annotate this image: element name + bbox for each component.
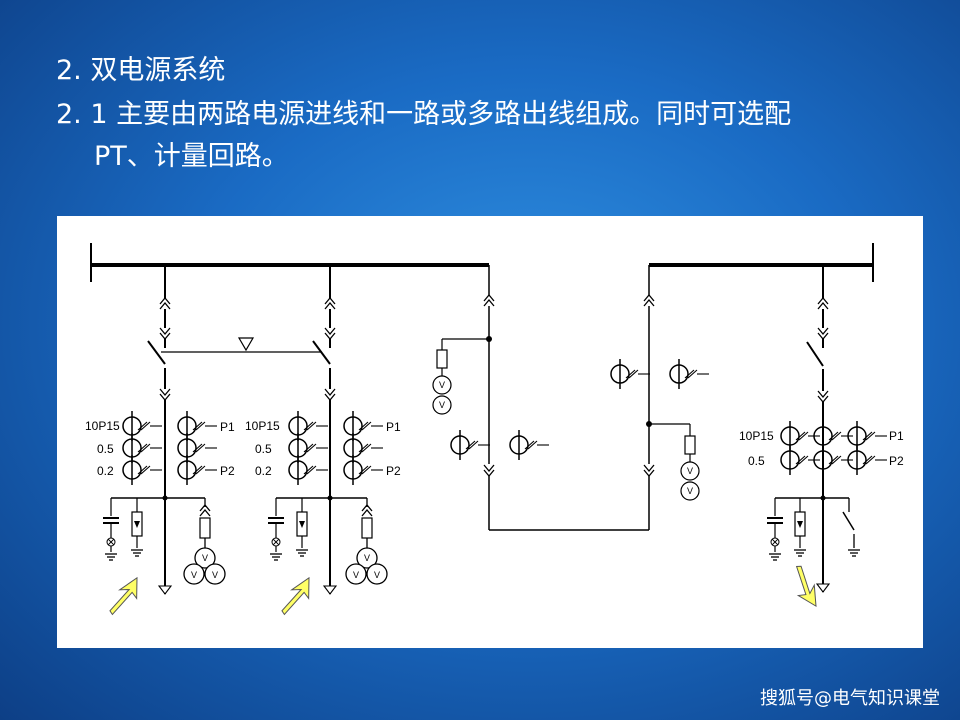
watermark: 搜狐号@电气知识课堂: [760, 688, 940, 709]
svg-text:V: V: [439, 380, 445, 390]
p1-label: P1: [386, 420, 401, 434]
svg-text:V: V: [202, 553, 208, 563]
accuracy-10p15-label: 10P15: [245, 419, 280, 433]
diagram-svg: 10P15 0.5 0.2 P1 P2 V V V: [85, 243, 904, 622]
slide-paragraph: 2. 1 主要由两路电源进线和一路或多路出线组成。同时可选配 PT、计量回路。: [56, 94, 936, 178]
single-line-diagram: 10P15 0.5 0.2 P1 P2 V V V: [57, 216, 923, 648]
accuracy-0-2-label: 0.2: [255, 464, 272, 478]
p1-label: P1: [220, 420, 235, 434]
accuracy-0-2-label: 0.2: [97, 464, 114, 478]
p2-label: P2: [889, 454, 904, 468]
accuracy-0-5-label: 0.5: [255, 442, 272, 456]
busbar-right: [649, 243, 874, 282]
accuracy-0-5-label: 0.5: [97, 442, 114, 456]
svg-text:V: V: [191, 570, 197, 580]
accuracy-10p15-label: 10P15: [739, 429, 774, 443]
incoming-feeder-1: 10P15 0.5 0.2 P1 P2 V V V: [85, 265, 235, 622]
svg-text:V: V: [687, 486, 693, 496]
p2-label: P2: [386, 464, 401, 478]
paragraph-line-1: 2. 1 主要由两路电源进线和一路或多路出线组成。同时可选配: [56, 99, 792, 130]
p1-label: P1: [889, 429, 904, 443]
incoming-feeder-2: 10P15 0.5 0.2 P1 P2 V V V: [245, 265, 401, 622]
accuracy-10p15-label: 10P15: [85, 419, 120, 433]
svg-text:V: V: [374, 570, 380, 580]
svg-text:V: V: [364, 553, 370, 563]
bus-tie-section: V V V V: [432, 265, 710, 531]
outgoing-feeder: 10P15 0.5 P1 P2: [739, 265, 904, 612]
svg-text:V: V: [687, 466, 693, 476]
p2-label: P2: [220, 464, 235, 478]
slide-heading: 2. 双电源系统: [56, 55, 226, 86]
busbar-left: [90, 243, 489, 282]
svg-text:V: V: [353, 570, 359, 580]
paragraph-line-2: PT、计量回路。: [94, 141, 289, 172]
accuracy-0-5-label: 0.5: [748, 454, 765, 468]
svg-text:V: V: [439, 400, 445, 410]
interlock-link: [161, 337, 322, 353]
svg-text:V: V: [212, 570, 218, 580]
